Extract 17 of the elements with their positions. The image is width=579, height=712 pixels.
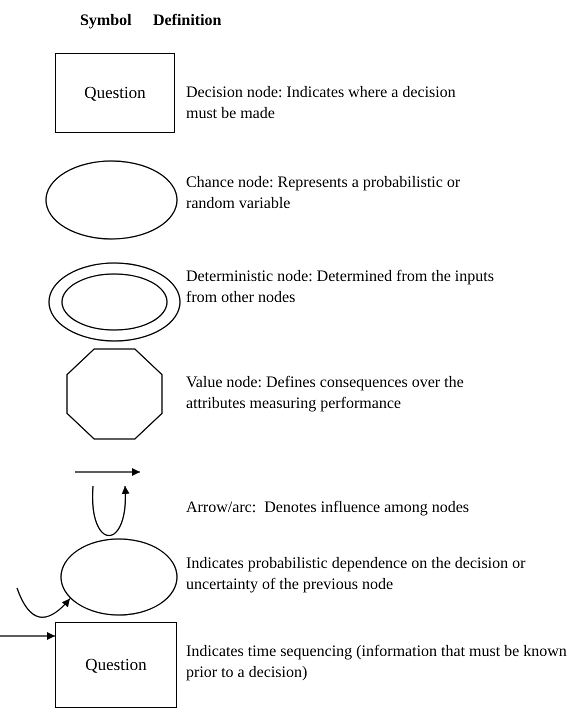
definition-text: Decision node: Indicates where a decision must be made bbox=[186, 83, 457, 124]
definition-text: Indicates probabilistic dependence on the decision or uncertainty of the previous node bbox=[186, 554, 526, 595]
definition-text: Deterministic node: Determined from the inputs from other nodes bbox=[186, 267, 495, 308]
chance-node-ellipse bbox=[60, 538, 178, 616]
column-header: Symbol bbox=[80, 11, 133, 31]
definition-text: Indicates time sequencing (information that must be known prior to a decision) bbox=[186, 642, 568, 683]
decision-box: Question bbox=[55, 622, 177, 708]
decision-box: Question bbox=[55, 53, 175, 133]
chance-node-ellipse bbox=[45, 160, 178, 240]
column-header: Definition bbox=[153, 11, 222, 31]
definition-text: Chance node: Represents a probabilistic or random variable bbox=[186, 173, 462, 214]
arrow bbox=[16, 588, 70, 618]
definition-text: Value node: Defines consequences over the attributes measuring performance bbox=[186, 373, 465, 414]
definition-text: Arrow/arc: Denotes influence among nodes bbox=[186, 498, 470, 518]
arrow bbox=[0, 632, 55, 640]
deterministic-node-double-ellipse bbox=[48, 262, 181, 342]
value-node-octagon bbox=[66, 348, 163, 440]
